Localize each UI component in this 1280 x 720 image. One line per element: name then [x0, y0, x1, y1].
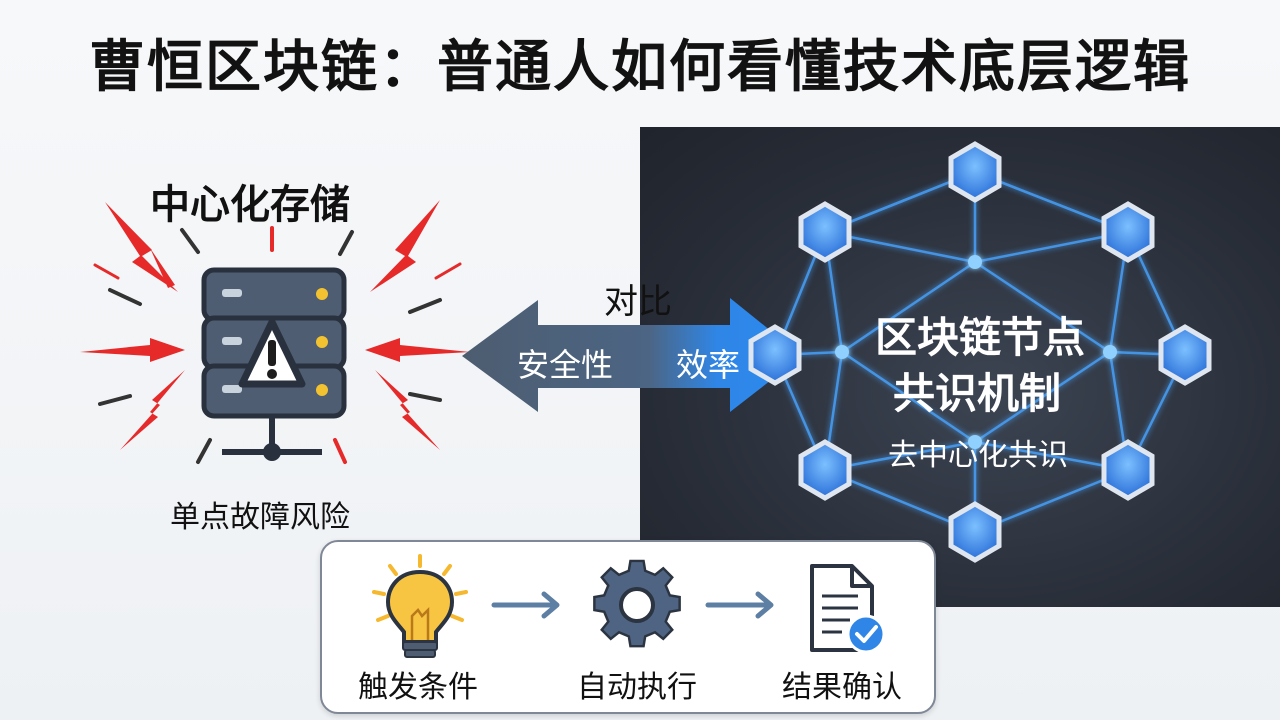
efficiency-label: 效率	[676, 346, 741, 384]
compare-label: 对比	[604, 282, 672, 322]
compare-double-arrow	[462, 298, 802, 412]
node-left	[748, 324, 802, 386]
node-top-left	[798, 201, 852, 263]
gear-icon	[593, 559, 681, 648]
server-warning-icon	[201, 267, 347, 461]
decentralized-consensus-label: 去中心化共识	[888, 438, 1068, 473]
page-title: 曹恒区块链：普通人如何看懂技术底层逻辑	[89, 35, 1191, 100]
node-top	[948, 141, 1002, 203]
node-title-line2: 共识机制	[893, 369, 1062, 418]
security-label: 安全性	[517, 346, 614, 384]
flow-arrow-2	[705, 591, 774, 619]
node-top-right	[1101, 201, 1155, 263]
document-check-icon	[810, 564, 886, 654]
node-bottom	[948, 501, 1002, 563]
node-right	[1158, 324, 1212, 386]
single-point-failure-caption: 单点故障风险	[170, 500, 350, 535]
node-bottom-left	[798, 439, 852, 501]
alert-burst	[80, 200, 470, 464]
flow-step-confirm: 结果确认	[782, 670, 902, 705]
flow-arrow-1	[491, 591, 560, 619]
network-junctions	[835, 255, 1117, 449]
centralized-storage-title: 中心化存储	[150, 182, 350, 228]
flow-step-execute: 自动执行	[577, 670, 697, 705]
node-title-line1: 区块链节点	[875, 313, 1086, 362]
flow-step-trigger: 触发条件	[358, 670, 478, 705]
blockchain-node-title: 区块链节点 共识机制	[875, 310, 1085, 422]
blockchain-nodes	[748, 141, 1212, 563]
node-bottom-right	[1101, 439, 1155, 501]
lightbulb-icon	[372, 554, 468, 658]
